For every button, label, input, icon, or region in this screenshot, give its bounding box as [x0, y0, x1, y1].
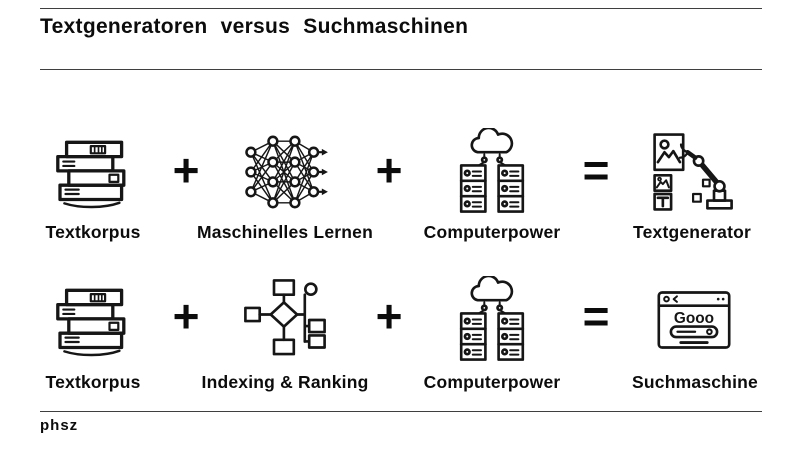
plus-operator: + — [172, 144, 200, 196]
top-divider — [40, 8, 762, 9]
plus-operator: + — [172, 290, 200, 342]
phsz-logo: phsz — [40, 417, 79, 434]
item-label: Suchmaschine — [632, 372, 758, 392]
item-label: Indexing & Ranking — [201, 372, 369, 392]
flowchart-icon — [241, 276, 329, 364]
neural-network-icon — [241, 128, 329, 216]
plus-operator: + — [375, 290, 403, 342]
item-label: Textkorpus — [45, 222, 141, 242]
page-title: Textgeneratoren versus Suchmaschinen — [40, 15, 469, 38]
servers-cloud-icon — [448, 128, 536, 216]
item-label: Computerpower — [423, 372, 561, 392]
item-label: Textkorpus — [45, 372, 141, 392]
robot-arm-icon — [648, 128, 736, 216]
title-divider — [40, 69, 762, 70]
plus-operator: + — [375, 144, 403, 196]
item-label: Computerpower — [423, 222, 561, 242]
servers-cloud-icon — [448, 276, 536, 364]
equals-operator: = — [582, 290, 610, 342]
books-icon — [49, 128, 137, 216]
equals-operator: = — [582, 144, 610, 196]
item-label: Textgenerator — [633, 222, 751, 242]
item-label: Maschinelles Lernen — [197, 222, 373, 242]
books-icon — [49, 276, 137, 364]
footer-divider — [40, 411, 762, 412]
browser-search-icon — [650, 276, 738, 364]
